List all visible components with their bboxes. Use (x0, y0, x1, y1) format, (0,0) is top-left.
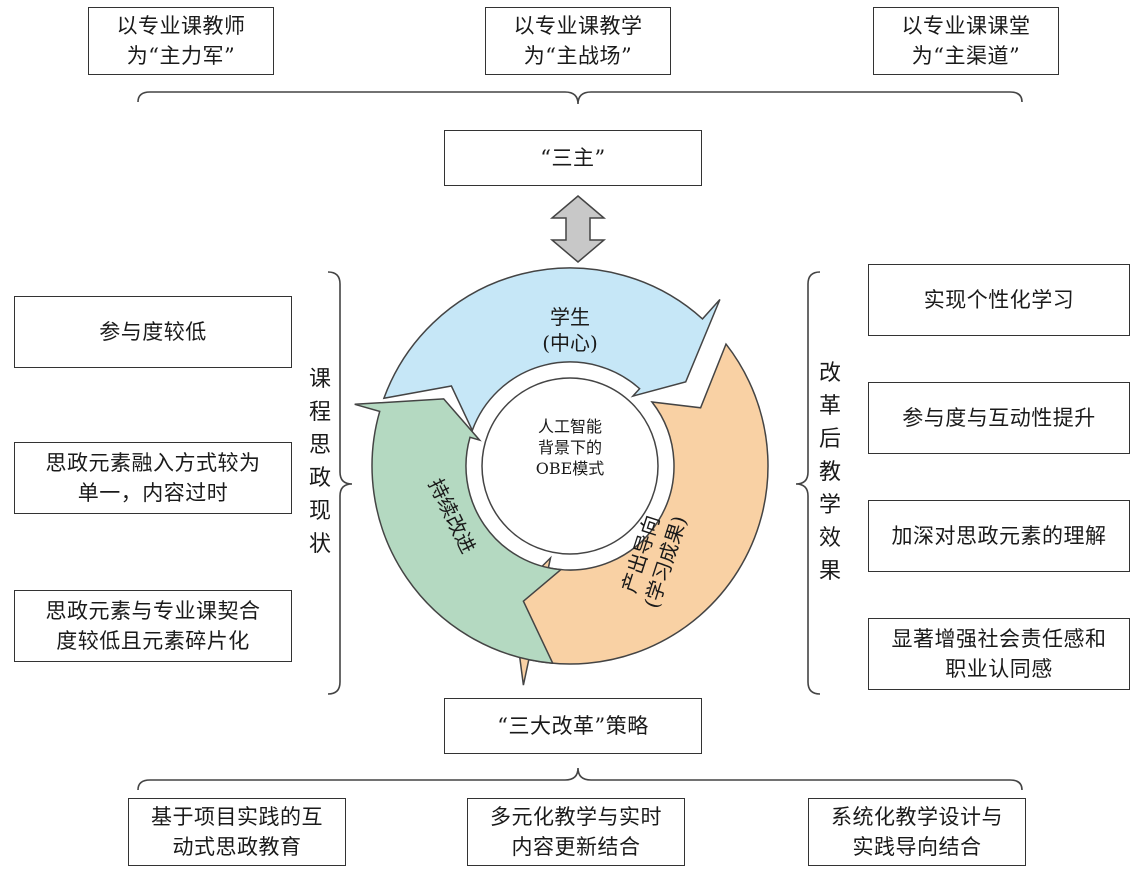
top-brace (137, 91, 1023, 105)
pillar-teaching: 以专业课教学 为“主战场” (485, 7, 671, 75)
strategy-systematic: 系统化教学设计与 实践导向结合 (808, 798, 1026, 866)
effect-personalized: 实现个性化学习 (868, 264, 1130, 336)
effect-responsibility: 显著增强社会责任感和 职业认同感 (868, 618, 1130, 690)
strategy-diversified: 多元化教学与实时 内容更新结合 (467, 798, 685, 866)
pillar-classroom: 以专业课课堂 为“主渠道” (873, 7, 1059, 75)
status-low-fit: 思政元素与专业课契合 度较低且元素碎片化 (14, 590, 292, 662)
left-brace (327, 271, 353, 695)
strategy-box: “三大改革”策略 (444, 698, 702, 754)
status-low-participation: 参与度较低 (14, 296, 292, 368)
strategy-project-practice: 基于项目实践的互 动式思政教育 (128, 798, 346, 866)
segment-student-label: 学生 (中心) (542, 305, 598, 355)
status-single-method: 思政元素融入方式较为 单一，内容过时 (14, 442, 292, 514)
pillar-teachers: 以专业课教师 为“主力军” (88, 7, 274, 75)
san-zhu-box: “三主” (444, 130, 702, 186)
bottom-brace (137, 767, 1023, 791)
center-label: 人工智能 背景下的 OBE模式 (535, 417, 605, 478)
cycle-segment-student (382, 267, 721, 433)
right-brace (795, 271, 821, 695)
left-vertical-title: 课程思政现状 (308, 367, 331, 557)
right-vertical-title: 改革后教学效果 (818, 361, 841, 584)
effect-participation: 参与度与互动性提升 (868, 382, 1130, 454)
effect-understanding: 加深对思政元素的理解 (868, 500, 1130, 572)
cycle-segment-improve (354, 398, 563, 665)
double-arrow (549, 195, 607, 263)
center-circle (481, 377, 659, 555)
